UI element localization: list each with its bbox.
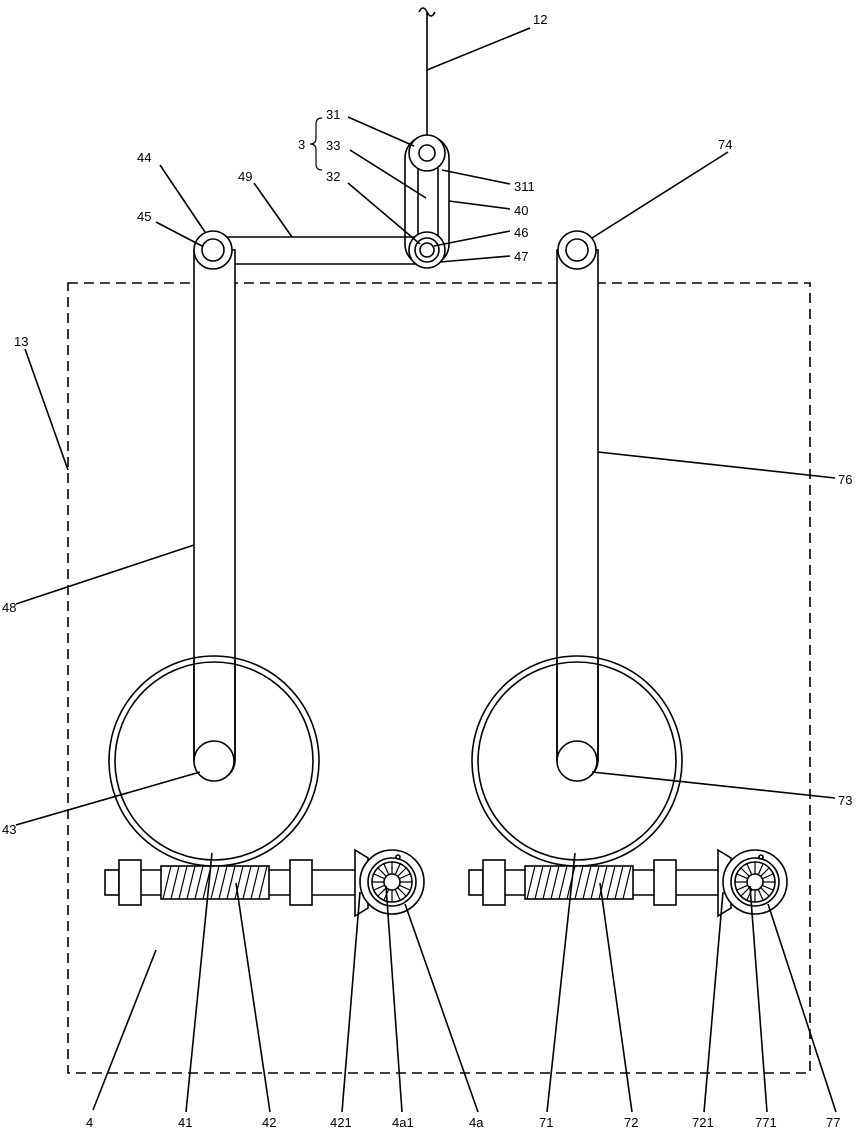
label-4: 4 xyxy=(86,1115,93,1130)
label-45: 45 xyxy=(137,209,151,224)
label-42: 42 xyxy=(262,1115,276,1130)
leader-77 xyxy=(768,904,836,1112)
leader-311 xyxy=(442,170,510,184)
label-721: 721 xyxy=(692,1115,714,1130)
leader-72 xyxy=(600,883,632,1112)
label-771: 771 xyxy=(755,1115,777,1130)
hub-43 xyxy=(194,741,234,781)
label-3: 3 xyxy=(298,137,305,152)
shaft-right-a xyxy=(469,870,483,895)
group-3-brace xyxy=(310,118,322,170)
leader-31 xyxy=(348,117,414,146)
joint-44-outer xyxy=(194,231,232,269)
leader-4a xyxy=(405,904,478,1112)
label-12: 12 xyxy=(533,12,547,27)
leader-4a1 xyxy=(386,886,402,1112)
label-4a: 4a xyxy=(469,1115,484,1130)
label-41: 41 xyxy=(178,1115,192,1130)
leader-32 xyxy=(348,183,420,244)
leader-48 xyxy=(16,545,194,604)
label-71: 71 xyxy=(539,1115,553,1130)
leader-76 xyxy=(598,452,835,478)
bearing-right-a xyxy=(483,860,505,905)
leader-721 xyxy=(704,892,723,1112)
leader-13 xyxy=(25,349,68,470)
label-46: 46 xyxy=(514,225,528,240)
label-421: 421 xyxy=(330,1115,352,1130)
label-72: 72 xyxy=(624,1115,638,1130)
label-76: 76 xyxy=(838,472,852,487)
leader-421 xyxy=(342,892,360,1112)
leader-42 xyxy=(236,883,270,1112)
leader-43 xyxy=(16,772,200,825)
label-32: 32 xyxy=(326,169,340,184)
crank-arm-48 xyxy=(194,250,235,760)
joint-74-outer xyxy=(558,231,596,269)
label-48: 48 xyxy=(2,600,16,615)
hub-73 xyxy=(557,741,597,781)
crank-arm-76 xyxy=(557,250,598,760)
shaft-left-a xyxy=(105,870,119,895)
leader-49 xyxy=(254,183,292,237)
housing-frame xyxy=(68,283,810,1073)
leader-74 xyxy=(592,152,728,238)
leader-771 xyxy=(750,886,767,1112)
label-43: 43 xyxy=(2,822,16,837)
bearing-left-a xyxy=(119,860,141,905)
leader-47 xyxy=(440,256,510,262)
joint-31-outer xyxy=(409,135,445,171)
leader-45 xyxy=(156,222,202,246)
label-73: 73 xyxy=(838,793,852,808)
label-13: 13 xyxy=(14,334,28,349)
leader-46 xyxy=(434,231,510,246)
label-31: 31 xyxy=(326,107,340,122)
label-47: 47 xyxy=(514,249,528,264)
label-74: 74 xyxy=(718,137,732,152)
label-33: 33 xyxy=(326,138,340,153)
leader-4 xyxy=(93,950,156,1110)
leader-12 xyxy=(427,28,530,70)
label-4a1: 4a1 xyxy=(392,1115,414,1130)
leader-73 xyxy=(592,772,835,798)
leader-44 xyxy=(160,165,205,232)
label-49: 49 xyxy=(238,169,252,184)
leader-40 xyxy=(449,201,510,209)
leader-lines xyxy=(16,28,836,1112)
label-44: 44 xyxy=(137,150,151,165)
label-77: 77 xyxy=(826,1115,840,1130)
label-311: 311 xyxy=(514,179,535,194)
bearing-right-b xyxy=(654,860,676,905)
bearing-left-b xyxy=(290,860,312,905)
label-40: 40 xyxy=(514,203,528,218)
